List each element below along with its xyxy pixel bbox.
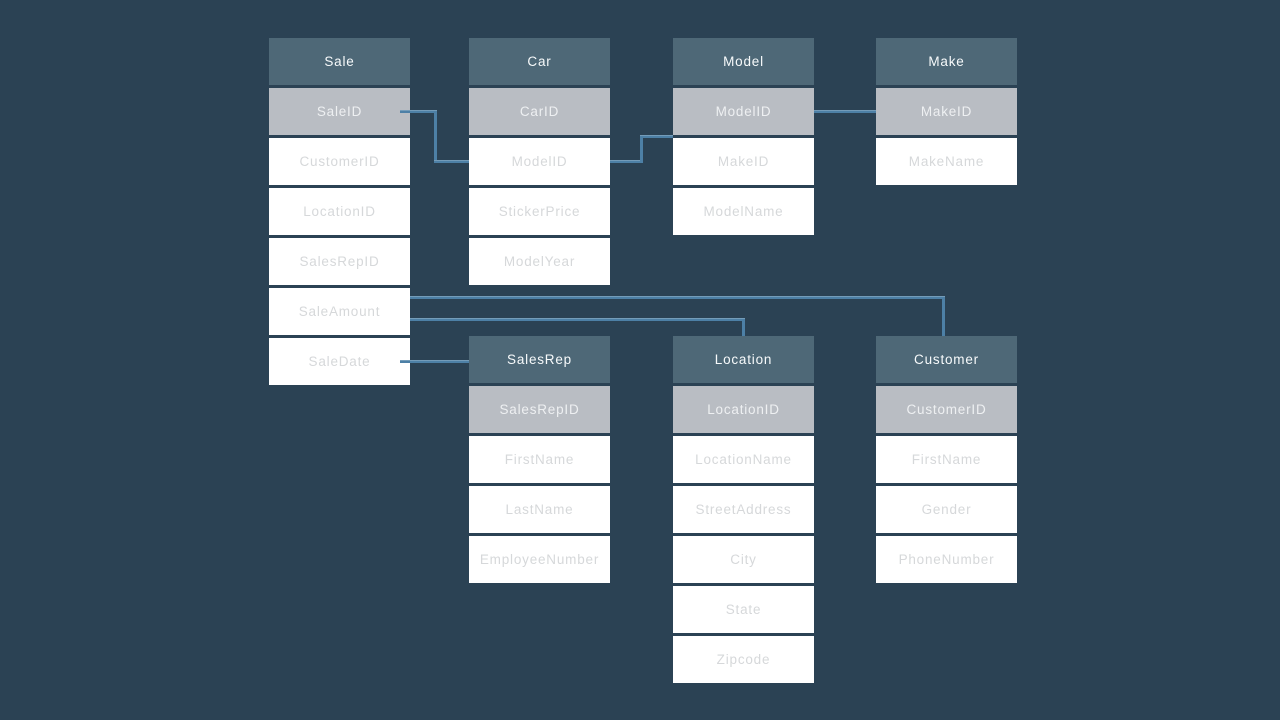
table-location-key-field: LocationID [673, 386, 814, 433]
table-car-header: Car [469, 38, 610, 85]
table-salesrep: SalesRep SalesRepID FirstName LastName E… [469, 336, 610, 586]
table-location: Location LocationID LocationName StreetA… [673, 336, 814, 686]
table-customer-key-field: CustomerID [876, 386, 1017, 433]
table-location-field-city: City [673, 536, 814, 583]
table-sale-field-salesrepid: SalesRepID [269, 238, 410, 285]
connector-sale-customer-h1 [410, 296, 945, 299]
table-salesrep-field-lastname: LastName [469, 486, 610, 533]
connector-car-model-h1 [610, 160, 643, 163]
connector-sale-car-h1 [400, 110, 437, 113]
connector-car-model-h2 [640, 135, 673, 138]
table-model: Model ModelID MakeID ModelName [673, 38, 814, 238]
connector-sale-location-h1 [410, 318, 745, 321]
table-sale-header: Sale [269, 38, 410, 85]
table-salesrep-field-firstname: FirstName [469, 436, 610, 483]
table-salesrep-key-field: SalesRepID [469, 386, 610, 433]
table-make-key-field: MakeID [876, 88, 1017, 135]
table-make-field-makename: MakeName [876, 138, 1017, 185]
table-model-header: Model [673, 38, 814, 85]
table-make: Make MakeID MakeName [876, 38, 1017, 188]
table-customer-field-firstname: FirstName [876, 436, 1017, 483]
table-salesrep-header: SalesRep [469, 336, 610, 383]
table-location-field-zipcode: Zipcode [673, 636, 814, 683]
table-location-field-locationname: LocationName [673, 436, 814, 483]
connector-sale-location-v1 [742, 318, 745, 336]
table-model-field-modelname: ModelName [673, 188, 814, 235]
connector-sale-car-h2 [434, 160, 469, 163]
table-car-field-stickerprice: StickerPrice [469, 188, 610, 235]
table-car-field-modelyear: ModelYear [469, 238, 610, 285]
connector-sale-car-v1 [434, 110, 437, 163]
table-sale-field-saleamount: SaleAmount [269, 288, 410, 335]
table-sale-field-locationid: LocationID [269, 188, 410, 235]
connector-car-model-v1 [640, 135, 643, 163]
table-customer-header: Customer [876, 336, 1017, 383]
table-make-header: Make [876, 38, 1017, 85]
table-car-key-field: CarID [469, 88, 610, 135]
connector-model-make-h1 [814, 110, 876, 113]
table-model-field-makeid: MakeID [673, 138, 814, 185]
table-sale-key-field: SaleID [269, 88, 410, 135]
table-car-field-modelid: ModelID [469, 138, 610, 185]
table-sale: Sale SaleID CustomerID LocationID SalesR… [269, 38, 410, 388]
table-sale-field-saledate: SaleDate [269, 338, 410, 385]
table-sale-field-customerid: CustomerID [269, 138, 410, 185]
table-location-field-state: State [673, 586, 814, 633]
table-customer-field-phonenumber: PhoneNumber [876, 536, 1017, 583]
table-salesrep-field-employeenumber: EmployeeNumber [469, 536, 610, 583]
table-customer: Customer CustomerID FirstName Gender Pho… [876, 336, 1017, 586]
table-customer-field-gender: Gender [876, 486, 1017, 533]
table-car: Car CarID ModelID StickerPrice ModelYear [469, 38, 610, 288]
table-model-key-field: ModelID [673, 88, 814, 135]
connector-sale-salesrep-h1 [400, 360, 469, 363]
table-location-header: Location [673, 336, 814, 383]
table-location-field-streetaddress: StreetAddress [673, 486, 814, 533]
connector-sale-customer-v1 [942, 296, 945, 336]
